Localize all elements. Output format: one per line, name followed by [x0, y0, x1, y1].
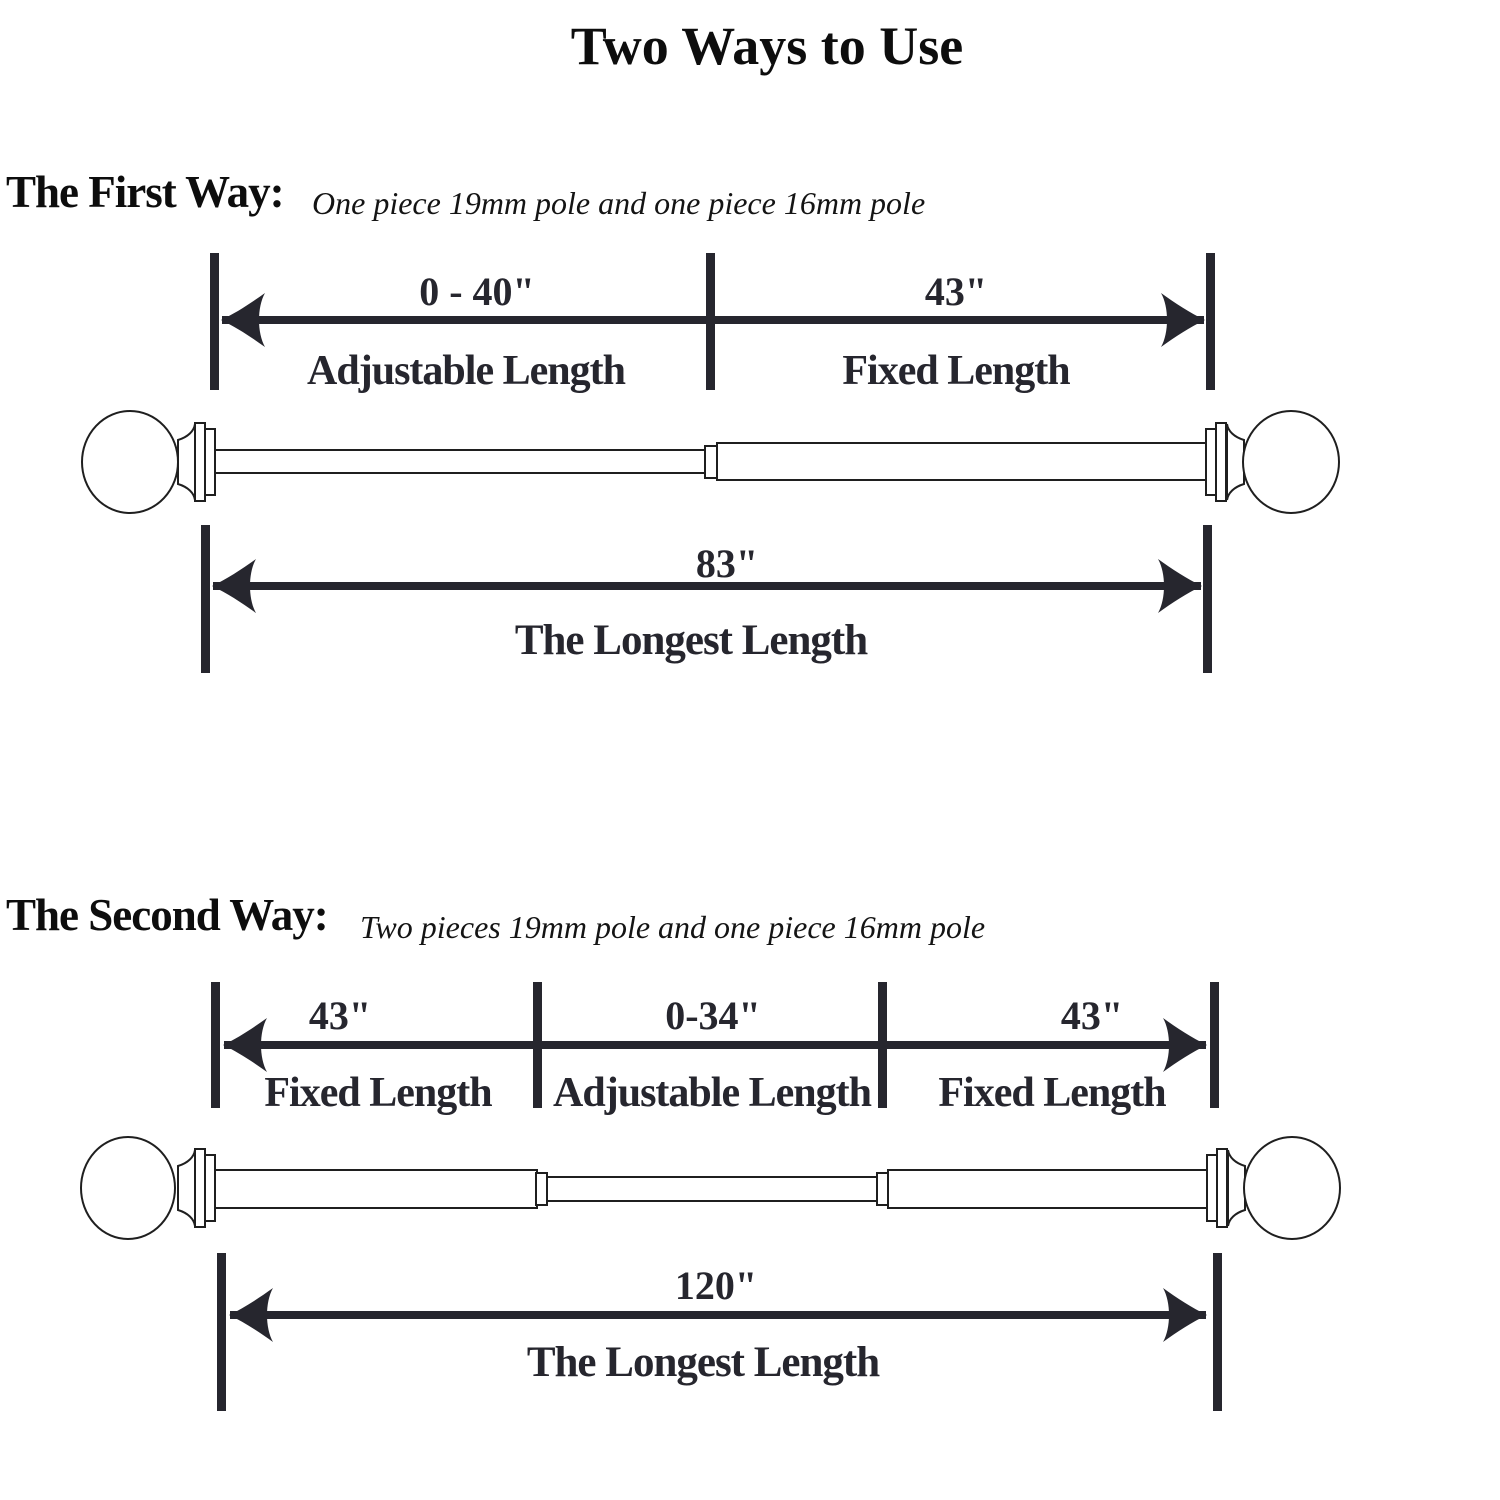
finial-collar: [1206, 1154, 1218, 1222]
segment-value: 43": [309, 993, 371, 1038]
total-value: 120": [675, 1263, 757, 1308]
measurement-tick: [211, 982, 220, 1108]
first-way-subtitle: One piece 19mm pole and one piece 16mm p…: [312, 185, 925, 221]
measurement-tick: [1203, 525, 1212, 673]
ball-finial-left: [81, 410, 179, 514]
pole-junction-ring: [704, 445, 718, 479]
measurement-tick: [1210, 982, 1219, 1108]
second-way-rod-illustration: [80, 1136, 1341, 1240]
pole-16mm-middle: [546, 1176, 879, 1202]
ball-finial-right: [1242, 410, 1340, 514]
arrowhead-right-icon: [1161, 293, 1205, 347]
ball-finial-left: [80, 1136, 176, 1240]
arrowhead-left-icon: [223, 1018, 267, 1072]
segment-value: 0 - 40": [419, 269, 535, 314]
second-way-subtitle: Two pieces 19mm pole and one piece 16mm …: [360, 909, 985, 945]
finial-neck: [177, 423, 196, 501]
segment-label: Adjustable Length: [307, 348, 626, 394]
page-title: Two Ways to Use: [571, 16, 964, 76]
arrowhead-left-icon: [229, 1288, 273, 1342]
first-way-top-measurement: 0 - 40" 43" Adjustable Length Fixed Leng…: [210, 253, 1215, 394]
segment-label: Fixed Length: [264, 1070, 492, 1116]
measurement-tick: [1213, 1253, 1222, 1411]
finial-collar: [1216, 1148, 1228, 1228]
pole-junction-ring: [535, 1172, 548, 1206]
arrowhead-right-icon: [1163, 1018, 1207, 1072]
measurement-tick: [201, 525, 210, 673]
total-value: 83": [696, 541, 758, 586]
first-way-heading-label: The First Way:: [6, 167, 284, 217]
finial-neck: [1226, 423, 1245, 501]
finial-collar: [204, 428, 216, 496]
segment-label: Fixed Length: [938, 1070, 1166, 1116]
second-way-heading: The Second Way: Two pieces 19mm pole and…: [6, 890, 985, 945]
segment-label: Adjustable Length: [553, 1070, 872, 1116]
arrowhead-left-icon: [221, 293, 265, 347]
segment-value: 43": [1061, 993, 1123, 1038]
pole-19mm-right: [887, 1169, 1208, 1209]
finial-neck: [177, 1149, 196, 1227]
arrowhead-right-icon: [1163, 1288, 1207, 1342]
total-label: The Longest Length: [527, 1339, 880, 1386]
second-way-heading-label: The Second Way:: [6, 890, 328, 940]
first-way-heading: The First Way: One piece 19mm pole and o…: [6, 167, 925, 221]
total-label: The Longest Length: [515, 617, 868, 664]
pole-19mm-left: [214, 1169, 538, 1209]
finial-collar: [1205, 428, 1217, 496]
measurement-tick: [210, 253, 219, 390]
arrowhead-left-icon: [212, 559, 256, 613]
measurement-tick: [1206, 253, 1215, 390]
finial-collar: [194, 1148, 206, 1228]
ball-finial-right: [1243, 1136, 1341, 1240]
measurement-tick: [217, 1253, 226, 1411]
finial-collar: [204, 1154, 216, 1222]
first-way-total-measurement: 83" The Longest Length: [201, 525, 1212, 673]
segment-value: 0-34": [665, 993, 761, 1038]
pole-16mm: [214, 449, 706, 474]
pole-19mm: [716, 442, 1207, 481]
segment-label: Fixed Length: [842, 348, 1070, 394]
dimension-arrow-shaft: [230, 1311, 1206, 1319]
dimension-arrow-shaft: [224, 1041, 1206, 1049]
dimension-arrow-shaft: [222, 316, 1204, 324]
arrowhead-right-icon: [1158, 559, 1202, 613]
dimension-arrow-shaft: [213, 582, 1201, 590]
segment-value: 43": [925, 269, 987, 314]
second-way-top-measurement: 43" 0-34" 43" Fixed Length Adjustable Le…: [211, 982, 1219, 1116]
finial-neck: [1227, 1149, 1246, 1227]
finial-collar: [1215, 422, 1227, 502]
first-way-rod-illustration: [81, 410, 1340, 514]
second-way-total-measurement: 120" The Longest Length: [217, 1253, 1222, 1411]
finial-collar: [194, 422, 206, 502]
pole-junction-ring: [876, 1172, 889, 1206]
